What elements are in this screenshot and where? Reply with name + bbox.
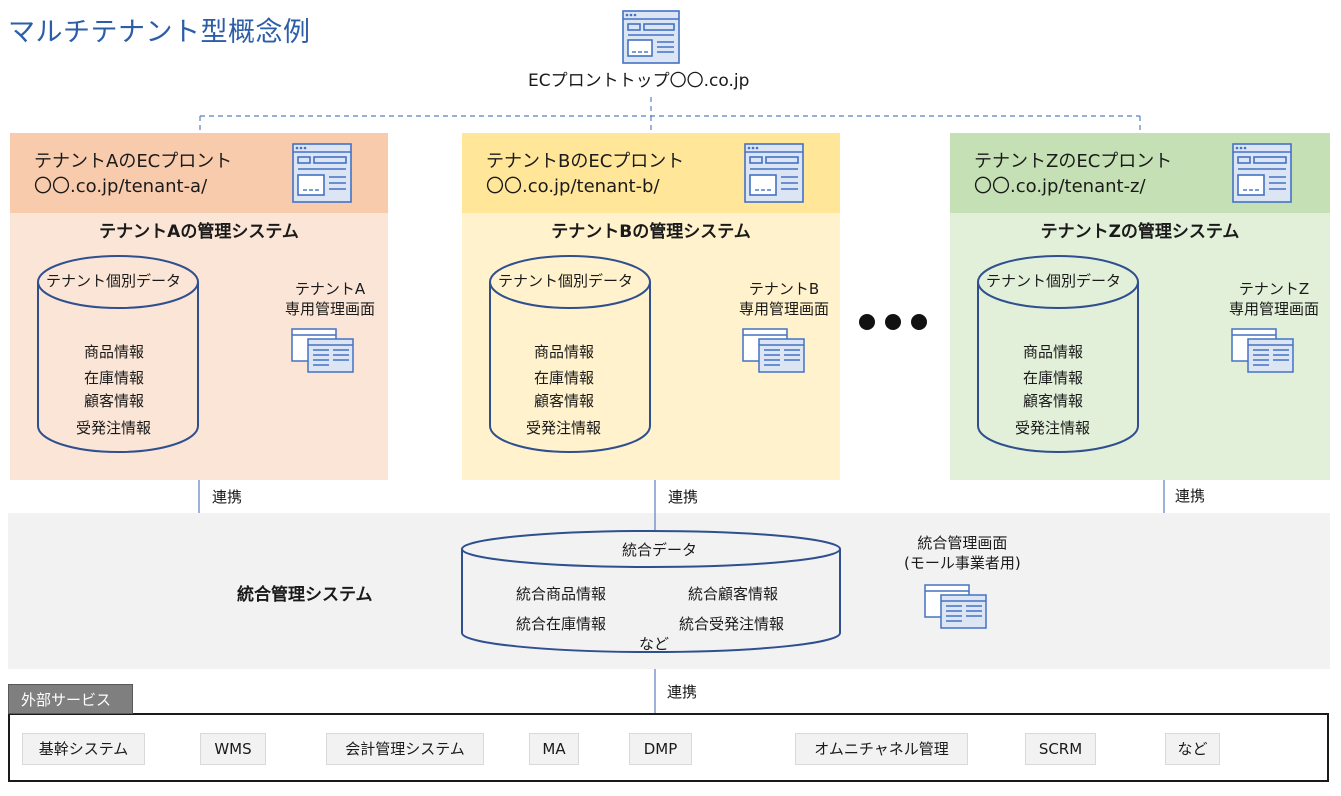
service-omnichannel: オムニチャネル管理	[795, 733, 968, 765]
service-etc: など	[1165, 733, 1220, 765]
tenant-a-front-url: 〇〇.co.jp/tenant-a/	[34, 176, 208, 197]
link-label-b: 連携	[668, 488, 699, 506]
tenant-a-front-header: テナントAのECプロント 〇〇.co.jp/tenant-a/	[10, 133, 388, 213]
db-item: 受発注情報	[76, 419, 152, 437]
stacked-windows-icon	[1231, 328, 1294, 373]
service-wms: WMS	[200, 733, 266, 765]
stacked-windows-icon	[742, 328, 805, 373]
link-label-a: 連携	[212, 488, 243, 506]
link-label-external: 連携	[667, 683, 698, 701]
db-item: など	[639, 635, 670, 653]
tenant-a-panel: テナントAのECプロント 〇〇.co.jp/tenant-a/ テナントAの管理…	[10, 133, 388, 480]
external-services-tab: 外部サービス	[8, 684, 133, 714]
tenant-a-screen-label: テナントA 専用管理画面	[284, 280, 375, 318]
database-cylinder	[489, 255, 651, 453]
db-item: 受発注情報	[1015, 419, 1091, 437]
db-item: 在庫情報	[84, 369, 145, 387]
db-item: 顧客情報	[1023, 392, 1084, 410]
browser-window-icon	[1232, 143, 1292, 203]
integration-database-cylinder	[461, 530, 841, 653]
db-item: 統合受発注情報	[679, 615, 785, 633]
tenant-b-front-url: 〇〇.co.jp/tenant-b/	[486, 176, 660, 197]
tenant-z-system-title: テナントZの管理システム	[1040, 222, 1240, 242]
integration-system-title: 統合管理システム	[237, 585, 373, 605]
service-scrm: SCRM	[1025, 733, 1096, 765]
tenant-z-screen-label: テナントZ 専用管理画面	[1228, 280, 1319, 318]
db-title: テナント個別データ	[498, 272, 634, 290]
db-item: 顧客情報	[534, 392, 595, 410]
tenant-b-front-title: テナントBのECプロント	[486, 151, 685, 172]
ellipsis-dot	[859, 314, 875, 330]
integration-screen-label: 統合管理画面 (モール事業者用)	[904, 534, 1021, 572]
browser-window-icon	[744, 143, 804, 203]
tenant-z-panel: テナントZのECプロント 〇〇.co.jp/tenant-z/ テナントZの管理…	[950, 133, 1330, 480]
service-ma: MA	[529, 733, 579, 765]
db-item: 商品情報	[1023, 343, 1084, 361]
link-label-z: 連携	[1175, 487, 1206, 505]
ellipsis-dot	[911, 314, 927, 330]
integration-db-title: 統合データ	[622, 541, 698, 559]
db-item: 統合顧客情報	[688, 585, 779, 603]
db-item: 受発注情報	[526, 419, 602, 437]
service-core-system: 基幹システム	[22, 733, 145, 765]
tenant-b-panel: テナントBのECプロント 〇〇.co.jp/tenant-b/ テナントBの管理…	[462, 133, 840, 480]
db-item: 在庫情報	[1023, 369, 1084, 387]
tenant-a-system-title: テナントAの管理システム	[99, 222, 299, 242]
tenant-b-front-header: テナントBのECプロント 〇〇.co.jp/tenant-b/	[462, 133, 840, 213]
ec-front-top-label: ECプロントトップ〇〇.co.jp	[528, 71, 750, 91]
tenant-a-front-title: テナントAのECプロント	[34, 151, 233, 172]
stacked-windows-icon	[924, 584, 987, 629]
service-accounting: 会計管理システム	[326, 733, 484, 765]
tenant-b-system-title: テナントBの管理システム	[551, 222, 751, 242]
tenant-b-screen-label: テナントB 専用管理画面	[738, 280, 829, 318]
database-cylinder	[37, 255, 199, 453]
db-item: 在庫情報	[534, 369, 595, 387]
db-item: 顧客情報	[84, 392, 145, 410]
tenant-z-front-title: テナントZのECプロント	[974, 151, 1173, 172]
db-title: テナント個別データ	[46, 272, 182, 290]
db-item: 商品情報	[534, 343, 595, 361]
browser-window-icon	[622, 10, 680, 64]
stacked-windows-icon	[291, 328, 354, 373]
tenant-z-front-url: 〇〇.co.jp/tenant-z/	[974, 176, 1146, 197]
ellipsis-dot	[885, 314, 901, 330]
diagram-title: マルチテナント型概念例	[8, 17, 311, 48]
database-cylinder	[977, 255, 1139, 453]
service-dmp: DMP	[629, 733, 692, 765]
db-item: 統合在庫情報	[516, 615, 607, 633]
db-item: 商品情報	[84, 343, 145, 361]
db-item: 統合商品情報	[516, 585, 607, 603]
tenant-z-front-header: テナントZのECプロント 〇〇.co.jp/tenant-z/	[950, 133, 1330, 213]
db-title: テナント個別データ	[986, 272, 1122, 290]
browser-window-icon	[292, 143, 352, 203]
